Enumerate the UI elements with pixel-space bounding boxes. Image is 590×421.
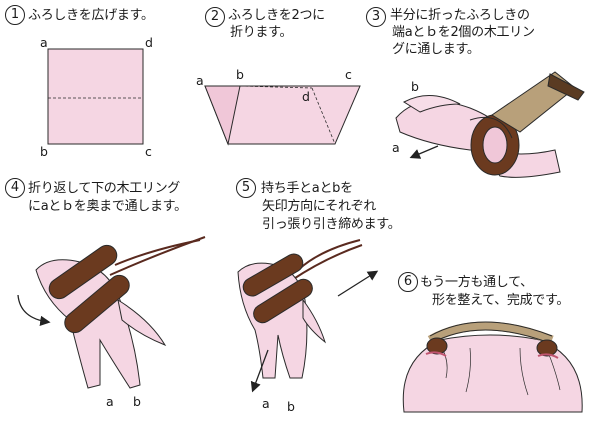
step-4-text-line-2: にaとｂを奥まで通します。: [28, 199, 187, 214]
figure-2-folded-cloth: [204, 85, 361, 146]
step-1-number: 1: [5, 5, 25, 25]
fig1-label-a: a: [40, 35, 48, 50]
fig3-label-b: b: [411, 79, 419, 94]
step-3-text-line-2: 端aとｂを2個の木工リン: [392, 25, 535, 40]
step-5-text-line-3: 引っ張り引き締めます。: [262, 217, 401, 232]
step-3-number: 3: [366, 7, 386, 27]
figure-5-pulling-tight: [237, 239, 379, 393]
fig2-label-b: b: [236, 67, 244, 82]
fig2-label-d: d: [302, 89, 310, 104]
fig1-label-c: c: [145, 144, 152, 159]
step-2-text-line-2: 折ります。: [230, 25, 293, 40]
step-6-text-line-2: 形を整えて、完成です。: [432, 293, 570, 308]
step-3-text-line-1: 半分に折ったふろしきの: [390, 8, 530, 23]
fig2-label-c: c: [345, 67, 352, 82]
fig4-label-b: b: [133, 394, 141, 409]
fig4-label-a: a: [106, 394, 114, 409]
figure-3-rings-and-handle: [395, 71, 585, 178]
step-1-text-line-1: ふろしきを広げます。: [28, 8, 154, 23]
fig3-label-a: a: [392, 140, 400, 155]
fig1-label-b: b: [40, 144, 48, 159]
step-3-text-line-3: グに通します。: [392, 42, 480, 57]
fig5-label-b: b: [287, 399, 295, 414]
step-5-number: 5: [236, 178, 256, 198]
step-4-text-line-1: 折り返して下の木工リング: [28, 181, 181, 196]
figure-4-rings-through-cloth: [17, 236, 206, 389]
step-5-text-line-1: 持ち手とaとbを: [261, 181, 353, 196]
step-5-text-line-2: 矢印方向にそれぞれ: [262, 199, 377, 214]
fig1-label-d: d: [145, 35, 153, 50]
fig2-label-a: a: [196, 73, 204, 88]
step-2-number: 2: [205, 7, 225, 27]
step-2-text-line-1: ふろしきを2つに: [228, 8, 325, 23]
step-6-number: 6: [398, 272, 418, 292]
step-4-number: 4: [5, 178, 25, 198]
fig5-label-a: a: [262, 396, 270, 411]
step-6-text-line-1: もう一方も通して、: [420, 275, 533, 290]
figure-6-finished-bundle: [402, 321, 583, 413]
figure-1-square-cloth: [47, 48, 144, 145]
